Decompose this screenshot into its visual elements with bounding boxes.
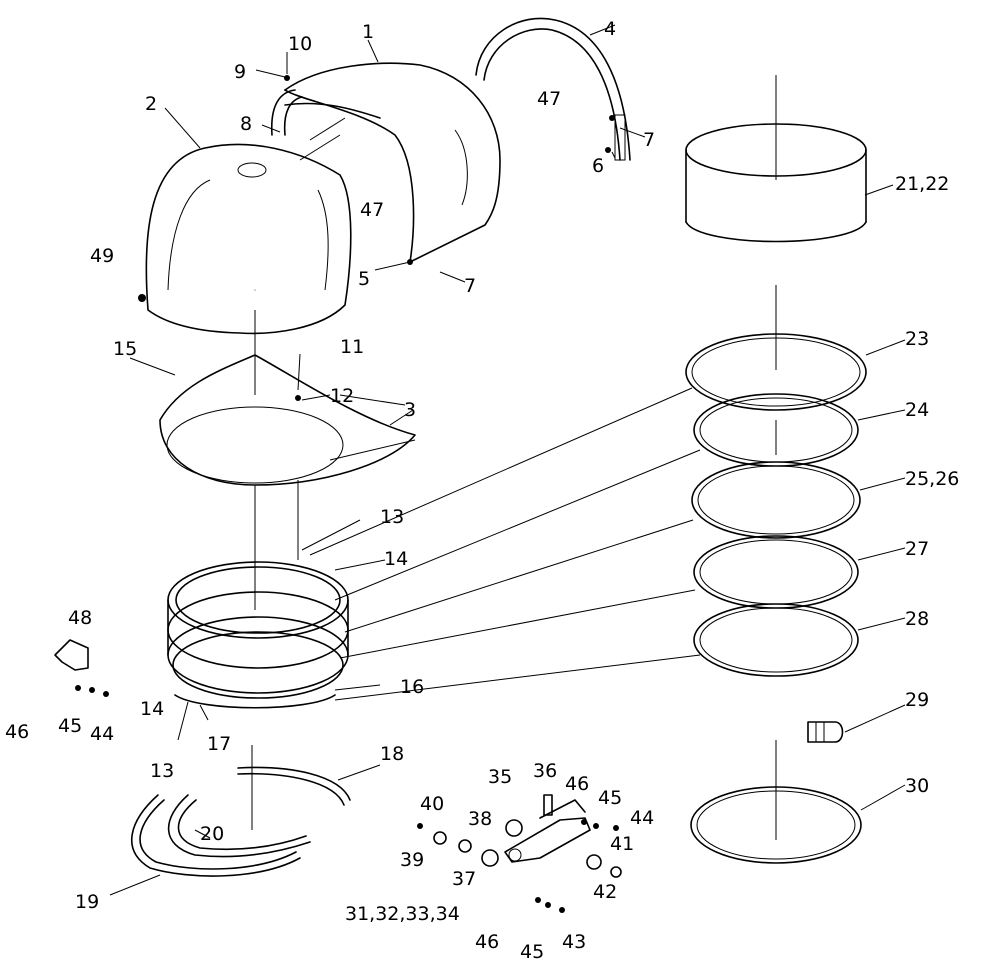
label-44a: 44 xyxy=(90,723,114,745)
label-48: 48 xyxy=(68,607,92,629)
label-43: 43 xyxy=(562,931,586,953)
label-leader-lines xyxy=(109,24,906,896)
part-2-front-dome xyxy=(145,134,352,335)
label-46a: 46 xyxy=(5,721,29,743)
part-19-arc xyxy=(131,794,301,877)
label-45a: 45 xyxy=(58,715,82,737)
part-18-arc xyxy=(237,766,351,806)
label-19: 19 xyxy=(75,891,99,913)
label-16: 16 xyxy=(400,676,424,698)
label-35: 35 xyxy=(488,766,512,788)
label-39: 39 xyxy=(400,849,424,871)
label-42: 42 xyxy=(593,881,617,903)
label-14b: 14 xyxy=(140,698,164,720)
label-25-26: 25,26 xyxy=(905,468,959,490)
label-13b: 13 xyxy=(150,760,174,782)
label-8: 8 xyxy=(240,113,252,135)
label-45b: 45 xyxy=(598,787,622,809)
fasteners xyxy=(75,75,619,913)
label-37: 37 xyxy=(452,868,476,890)
part-23-ring xyxy=(685,333,867,411)
label-1: 1 xyxy=(362,21,374,43)
part-1-rear-shell xyxy=(284,62,501,263)
part-27-ring xyxy=(693,535,859,609)
center-axis-lines xyxy=(251,75,777,840)
label-29: 29 xyxy=(905,689,929,711)
part-4-arc-strip xyxy=(475,17,631,161)
part-36-pin xyxy=(543,794,553,816)
part-40-screw xyxy=(417,823,423,829)
label-15: 15 xyxy=(113,338,137,360)
label-31-34: 31,32,33,34 xyxy=(345,903,460,925)
label-14a: 14 xyxy=(384,548,408,570)
part-3-base-plate xyxy=(159,354,416,486)
label-7a: 7 xyxy=(643,129,655,151)
label-49: 49 xyxy=(90,245,114,267)
part-28-ring xyxy=(693,603,859,677)
label-30: 30 xyxy=(905,775,929,797)
label-20: 20 xyxy=(200,823,224,845)
part-35-nut xyxy=(505,819,523,837)
part-38-washer xyxy=(458,839,472,853)
part-20-arc xyxy=(167,794,311,858)
part-25-26-ring xyxy=(691,461,861,539)
label-47a: 47 xyxy=(537,88,561,110)
label-7b: 7 xyxy=(464,275,476,297)
part-39-washer xyxy=(433,831,447,845)
label-46c: 46 xyxy=(475,931,499,953)
label-3: 3 xyxy=(404,399,416,421)
part-8-gasket-strip xyxy=(270,89,303,136)
part-31-34-lever-arm xyxy=(504,799,591,863)
label-9: 9 xyxy=(234,61,246,83)
part-21-22-drum xyxy=(685,123,867,243)
label-24: 24 xyxy=(905,399,929,421)
label-11: 11 xyxy=(340,336,364,358)
part-41-bushing xyxy=(586,854,602,870)
label-41: 41 xyxy=(610,833,634,855)
part-37-bushing xyxy=(481,849,499,867)
label-6: 6 xyxy=(592,155,604,177)
label-10: 10 xyxy=(288,33,312,55)
part-labels: 1 2 3 4 5 6 7 7 8 9 10 11 12 13 13 14 14… xyxy=(5,18,959,963)
ring-leader-lines xyxy=(309,387,701,701)
label-18: 18 xyxy=(380,743,404,765)
label-38: 38 xyxy=(468,808,492,830)
label-12: 12 xyxy=(330,385,354,407)
label-4: 4 xyxy=(604,18,616,40)
label-13a: 13 xyxy=(380,506,404,528)
label-44b: 44 xyxy=(630,807,654,829)
label-28: 28 xyxy=(905,608,929,630)
label-40: 40 xyxy=(420,793,444,815)
part-30-ring xyxy=(690,786,862,864)
part-29-clip xyxy=(807,721,844,743)
label-45c: 45 xyxy=(520,941,544,963)
label-47b: 47 xyxy=(360,199,384,221)
label-21-22: 21,22 xyxy=(895,173,949,195)
part-42-washer xyxy=(610,866,622,878)
label-36: 36 xyxy=(533,760,557,782)
label-5: 5 xyxy=(358,268,370,290)
label-17: 17 xyxy=(207,733,231,755)
label-46b: 46 xyxy=(565,773,589,795)
label-2: 2 xyxy=(145,93,157,115)
part-15-16-ring-stack xyxy=(167,289,349,709)
label-23: 23 xyxy=(905,328,929,350)
label-27: 27 xyxy=(905,538,929,560)
part-48-bracket xyxy=(54,639,89,671)
